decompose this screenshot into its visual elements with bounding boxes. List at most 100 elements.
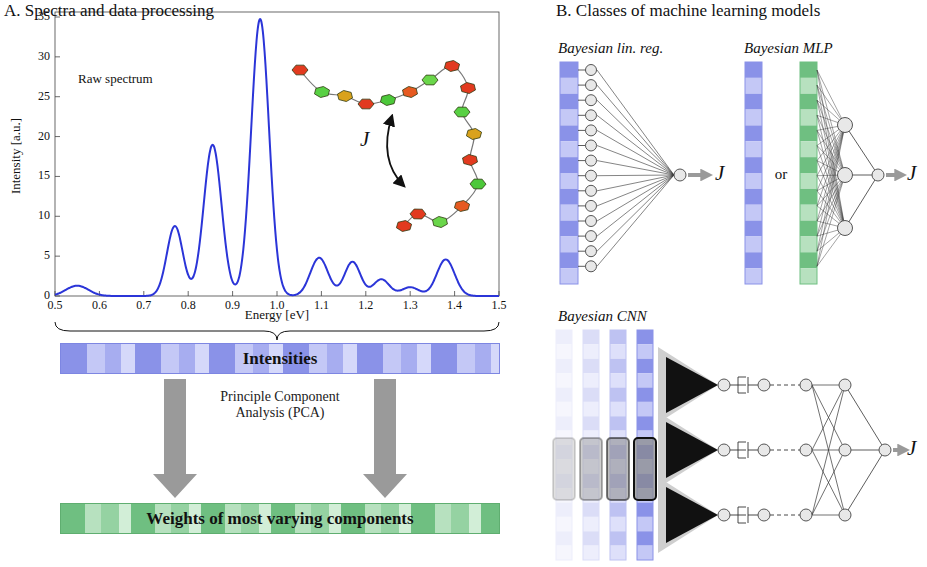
neuron [586, 200, 597, 211]
molecule-ring [380, 94, 395, 105]
neuron [800, 444, 812, 456]
feature-cell [560, 110, 578, 126]
feature-cell [800, 268, 817, 284]
feature-cell [560, 125, 578, 141]
weight-line [817, 70, 845, 228]
weight-line [578, 100, 586, 101]
conv-filter [607, 438, 629, 500]
linreg-schematic [560, 62, 708, 284]
feature-cell [637, 359, 653, 373]
weight-line [597, 115, 674, 175]
feature-cell [800, 205, 817, 221]
italic-label: Bayesian MLP [744, 40, 833, 57]
feature-cell [560, 62, 578, 78]
weight-line [578, 251, 586, 252]
feature-cell [800, 125, 817, 141]
text-label: or [775, 166, 788, 183]
weight-line [578, 236, 586, 237]
feature-cell [610, 402, 626, 416]
weight-line [597, 175, 674, 206]
neuron [718, 379, 730, 391]
weight-line [817, 70, 845, 125]
tick-label: 15 [38, 170, 50, 183]
feature-cell [745, 268, 762, 284]
molecule-ring [314, 86, 329, 97]
feature-cell [745, 157, 762, 173]
weight-line [845, 175, 878, 228]
weight-line [597, 85, 674, 175]
weight-line [578, 70, 586, 71]
neuron [586, 80, 597, 91]
neuron [586, 261, 597, 272]
tick-label: 10 [38, 210, 50, 223]
y-tick [55, 176, 60, 177]
weight-line [597, 130, 674, 175]
pooling-icon [738, 442, 758, 458]
feature-cell [800, 94, 817, 110]
feature-cell [745, 236, 762, 252]
neuron [586, 155, 597, 166]
neuron [758, 379, 770, 391]
neuron [586, 185, 597, 196]
text-label: B. Classes of machine learning models [556, 2, 820, 21]
weight-line [597, 175, 674, 221]
feature-cell [637, 503, 653, 517]
y-tick [55, 256, 60, 257]
molecule-ring [433, 216, 448, 227]
feature-cell [745, 94, 762, 110]
feature-cell [583, 531, 599, 545]
weight-line [597, 161, 674, 175]
feature-cell [800, 110, 817, 126]
feature-cell [556, 373, 572, 387]
weight-line [817, 175, 845, 251]
weight-line [845, 450, 885, 515]
neuron [586, 231, 597, 242]
edge-label: Principle Component Analysis (PCA) [202, 389, 358, 421]
feature-cell [800, 141, 817, 157]
weight-line [578, 266, 586, 267]
weight-line [730, 450, 738, 451]
y-tick [55, 296, 60, 297]
feature-cell [583, 416, 599, 430]
weight-line [770, 450, 800, 451]
feature-cell [610, 359, 626, 373]
feature-cell [800, 252, 817, 268]
feature-cell [800, 78, 817, 94]
feature-cell [556, 531, 572, 545]
molecule-ring [292, 65, 308, 75]
tick-label: 25 [38, 90, 50, 103]
neuron [838, 168, 853, 183]
neuron [586, 95, 597, 106]
neuron [586, 65, 597, 76]
molecule-ring [454, 201, 469, 212]
coupling-arrow [387, 116, 404, 186]
feature-cell [556, 388, 572, 402]
feature-cell [800, 189, 817, 205]
pca-arrow [153, 379, 407, 498]
neuron [838, 118, 853, 133]
weight-line [817, 175, 845, 266]
tick-label: 1.1 [314, 299, 329, 312]
tick-label: 5 [44, 250, 50, 263]
feature-vector [800, 62, 817, 284]
feature-cell [556, 517, 572, 531]
feature-cell [560, 221, 578, 237]
tick-label: 1.3 [403, 299, 418, 312]
weight-line [597, 175, 674, 266]
molecule-ring [422, 75, 438, 85]
feature-cell [610, 517, 626, 531]
feature-cell [745, 189, 762, 205]
conv-filter [580, 438, 602, 500]
output-arrow [688, 173, 708, 177]
feature-cell [610, 373, 626, 387]
feature-cell [560, 78, 578, 94]
feature-cell [637, 416, 653, 430]
weight-line [597, 175, 674, 236]
conv-filter [634, 438, 656, 500]
feature-cell [800, 173, 817, 189]
tick-label: 35 [38, 10, 50, 23]
feature-cell [556, 546, 572, 560]
tick-label: 0.8 [181, 299, 196, 312]
weight-line [578, 85, 586, 86]
tick-label: 0.5 [48, 299, 63, 312]
